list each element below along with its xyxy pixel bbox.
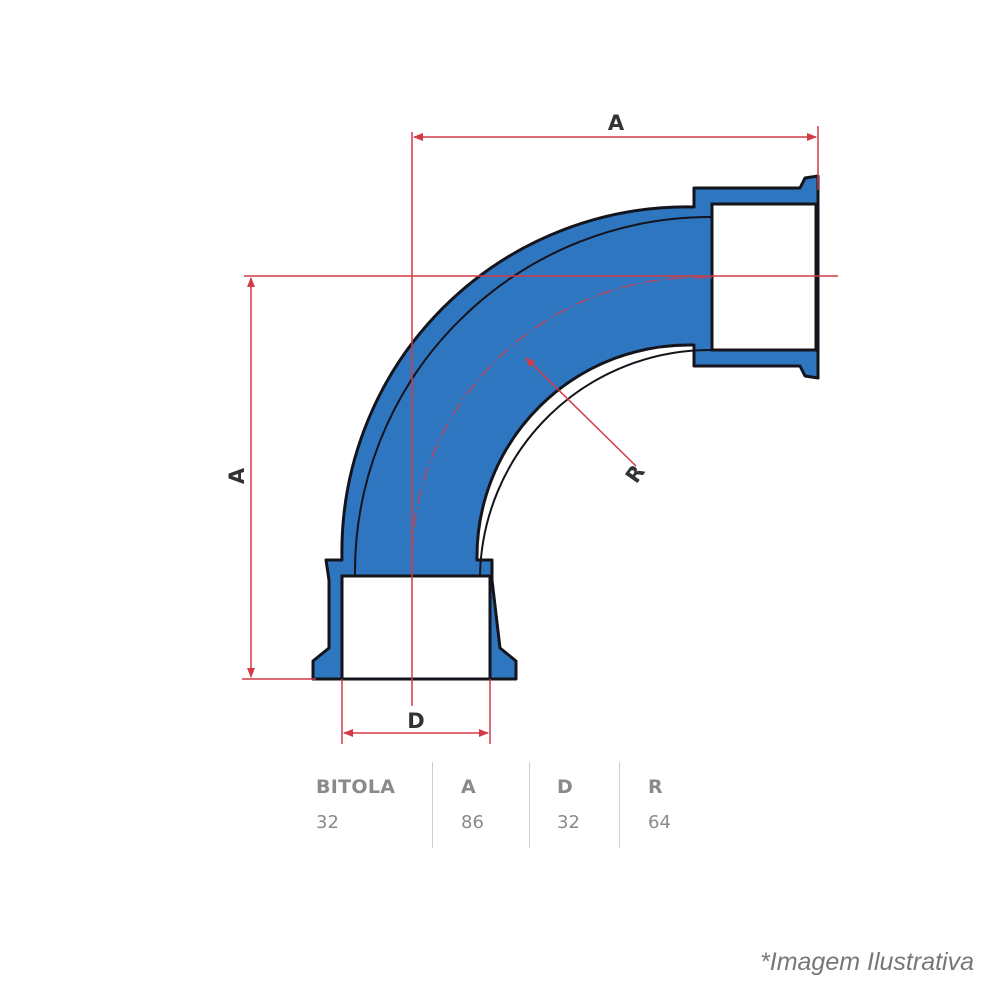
spec-value: 86 bbox=[461, 812, 484, 833]
socket-bore-right bbox=[710, 202, 818, 352]
spec-column-r: R 64 bbox=[619, 762, 700, 848]
elbow-bore-inner bbox=[479, 348, 713, 576]
dimension-d-label: D bbox=[407, 709, 424, 733]
dimension-r-arrow bbox=[525, 357, 637, 467]
spec-header: A bbox=[461, 776, 477, 798]
spec-column-bitola: BITOLA 32 bbox=[316, 762, 432, 848]
elbow-bore-outer bbox=[353, 215, 713, 576]
spec-value: 32 bbox=[316, 812, 339, 833]
dimension-r-label: R bbox=[621, 460, 650, 487]
spec-header: D bbox=[557, 776, 574, 798]
dimension-a-top-label: A bbox=[608, 111, 625, 135]
spec-header: R bbox=[648, 776, 663, 798]
spec-column-a: A 86 bbox=[432, 762, 529, 848]
spec-value: 32 bbox=[557, 812, 580, 833]
spec-table: BITOLA 32 A 86 D 32 R 64 bbox=[316, 762, 700, 848]
spec-value: 64 bbox=[648, 812, 671, 833]
dimension-a-left-label: A bbox=[225, 467, 249, 484]
illustrative-image-note: *Imagem Ilustrativa bbox=[760, 948, 974, 976]
socket-bore-bottom bbox=[340, 574, 492, 681]
spec-column-d: D 32 bbox=[529, 762, 619, 848]
elbow-pipe-wall bbox=[311, 174, 820, 681]
spec-header: BITOLA bbox=[316, 776, 396, 798]
